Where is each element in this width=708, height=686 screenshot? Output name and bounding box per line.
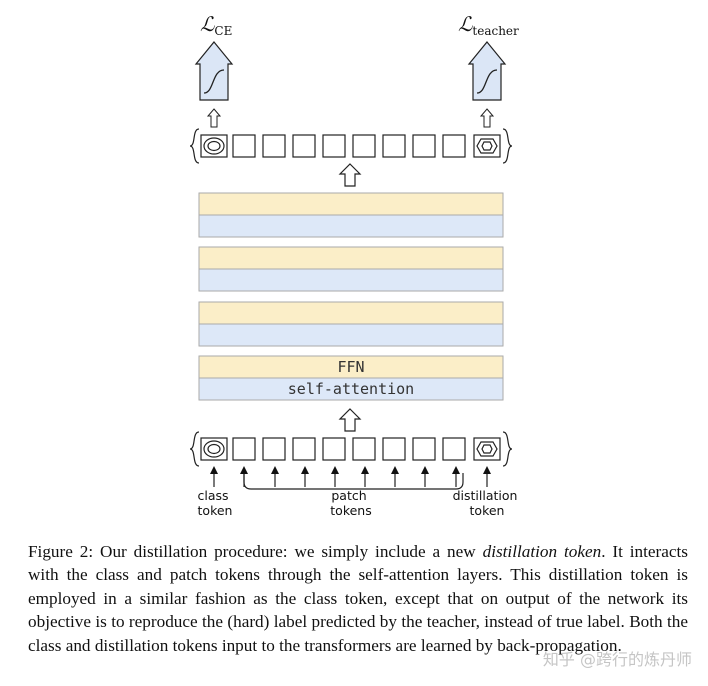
patch-token-output — [292, 134, 316, 158]
distillation-token-label: distillation token — [453, 488, 522, 518]
ce-up-arrow — [206, 108, 222, 128]
input-token-row — [189, 431, 513, 467]
figure-caption: Figure 2: Our distillation procedure: we… — [28, 540, 688, 657]
layers-to-output-arrow — [338, 163, 362, 187]
patch-token-output — [262, 134, 286, 158]
watermark: 知乎 @跨行的炼丹师 — [542, 650, 692, 669]
patch-token-input — [352, 437, 376, 461]
patch-token-input — [322, 437, 346, 461]
patch-token-output — [232, 134, 256, 158]
distillation-token-output — [473, 134, 501, 158]
patch-token-output — [352, 134, 376, 158]
patch-token-input — [442, 437, 466, 461]
caption-suffix: . It interacts with the class and patch … — [28, 542, 689, 655]
self-attention-label: self-attention — [288, 380, 414, 398]
class-token-label: class token — [197, 488, 232, 518]
loss-ce-label: ℒCE — [200, 12, 232, 38]
patch-token-input — [262, 437, 286, 461]
caption-prefix: Figure 2: Our distillation procedure: we… — [28, 542, 483, 561]
distillation-diagram: ℒCE ℒteacher — [189, 12, 522, 518]
patch-token-input — [412, 437, 436, 461]
patch-token-input — [382, 437, 406, 461]
transformer-block — [198, 192, 504, 238]
patch-token-output — [322, 134, 346, 158]
patch-token-output — [382, 134, 406, 158]
patch-tokens-bracket — [240, 466, 464, 490]
patch-token-input — [292, 437, 316, 461]
ce-head — [194, 41, 234, 101]
distillation-token-input — [473, 437, 501, 461]
transformer-block — [198, 246, 504, 292]
input-to-layers-arrow — [338, 408, 362, 432]
class-token-output — [200, 134, 228, 158]
patch-token-output — [412, 134, 436, 158]
patch-token-input — [232, 437, 256, 461]
loss-teacher-label: ℒteacher — [458, 12, 519, 38]
patch-token-output — [442, 134, 466, 158]
teacher-head — [467, 41, 507, 101]
transformer-block-first: FFN self-attention — [198, 355, 504, 401]
class-token-input — [200, 437, 228, 461]
ffn-label: FFN — [337, 358, 364, 376]
transformer-block — [198, 301, 504, 347]
caption-emphasis: distillation token — [482, 542, 602, 561]
output-token-row — [189, 128, 513, 164]
teacher-up-arrow — [479, 108, 495, 128]
patch-tokens-label: patch tokens — [330, 488, 371, 518]
